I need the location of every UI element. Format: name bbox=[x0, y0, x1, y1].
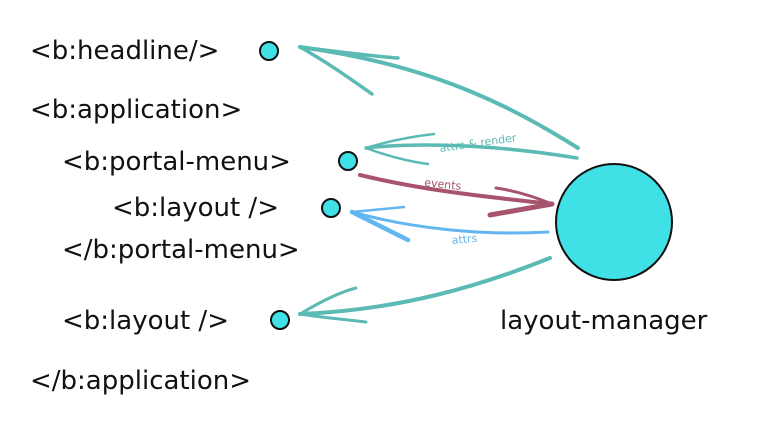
code-line-portal-menu-open: <b:portal-menu> bbox=[62, 147, 291, 177]
layout-manager-label: layout-manager bbox=[500, 306, 708, 336]
code-line-application-open: <b:application> bbox=[30, 95, 242, 125]
arrow-attrs-render: attrs & render bbox=[364, 131, 579, 166]
node-layout-outer bbox=[270, 310, 290, 330]
arrow-to-headline bbox=[298, 45, 580, 150]
arrow-attrs: attrs bbox=[349, 205, 550, 247]
arrow-events: events bbox=[358, 173, 555, 218]
layout-manager-node bbox=[555, 163, 673, 281]
code-line-headline: <b:headline/> bbox=[30, 36, 219, 66]
code-line-layout-outer: <b:layout /> bbox=[62, 306, 229, 336]
code-line-portal-menu-close: </b:portal-menu> bbox=[62, 235, 300, 265]
node-headline bbox=[259, 41, 279, 61]
node-layout-inner bbox=[321, 198, 341, 218]
arrow-to-layout-outer bbox=[298, 256, 552, 324]
edge-label-attrs: attrs bbox=[451, 232, 478, 247]
node-portal-menu bbox=[338, 151, 358, 171]
edge-label-attrs-render: attrs & render bbox=[439, 131, 518, 155]
edge-label-events: events bbox=[424, 176, 462, 193]
code-line-layout-inner: <b:layout /> bbox=[112, 193, 279, 223]
code-line-application-close: </b:application> bbox=[30, 366, 251, 396]
